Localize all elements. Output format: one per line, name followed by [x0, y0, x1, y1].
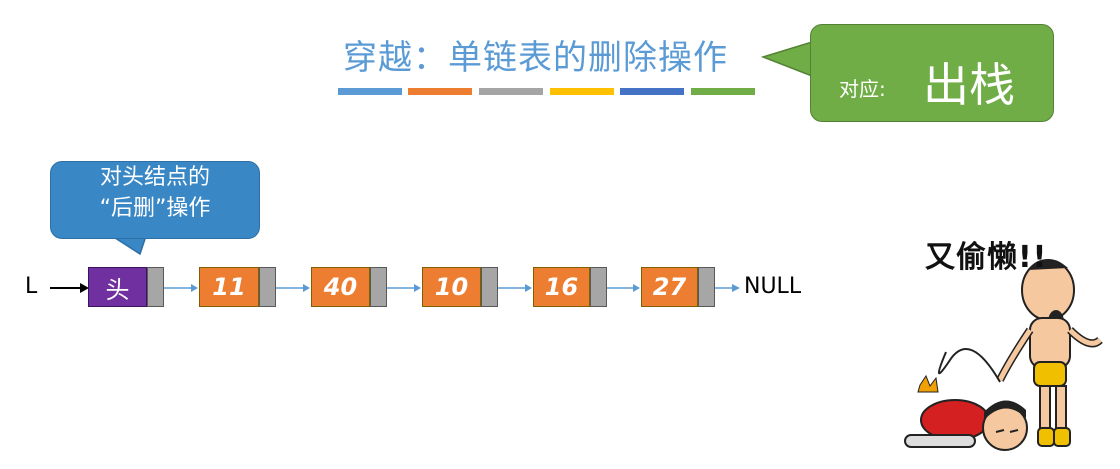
stack-callout: 对应: 出栈: [810, 24, 1054, 122]
head-delete-callout-line2: “后删”操作: [99, 196, 211, 221]
list-node-next: [481, 267, 498, 307]
list-node-data: 27: [641, 267, 698, 307]
list-node-data: 16: [533, 267, 590, 307]
right-callout-pointer: [760, 40, 813, 78]
list-node-next: [370, 267, 387, 307]
list-node-next: [590, 267, 607, 307]
cartoon-illustration: [904, 259, 1103, 451]
head-delete-callout: 对头结点的 “后删”操作: [50, 161, 260, 239]
list-node-data: 40: [311, 267, 370, 307]
color-bar-2: [408, 88, 472, 95]
head-pointer-label: L: [25, 274, 38, 299]
stack-callout-main: 出栈: [923, 58, 1015, 112]
color-bar-3: [479, 88, 543, 95]
stack-callout-prefix: 对应:: [839, 77, 886, 101]
head-node-data: 头: [88, 267, 147, 307]
cartoon-caption: 又偷懒!!: [925, 240, 1048, 275]
list-node-next: [259, 267, 276, 307]
head-delete-callout-line1: 对头结点的: [99, 165, 210, 190]
color-bar-6: [691, 88, 755, 95]
color-bar-5: [620, 88, 684, 95]
head-node-next: [147, 267, 164, 307]
head-pointer-arrowhead: [80, 283, 89, 293]
list-node-data: 11: [199, 267, 259, 307]
color-bar-1: [338, 88, 402, 95]
list-links: [164, 284, 740, 292]
null-label: NULL: [744, 274, 802, 299]
color-bar-4: [550, 88, 614, 95]
page-title: 穿越：单链表的删除操作: [343, 38, 728, 78]
list-node-data: 10: [422, 267, 481, 307]
list-node-next: [698, 267, 715, 307]
